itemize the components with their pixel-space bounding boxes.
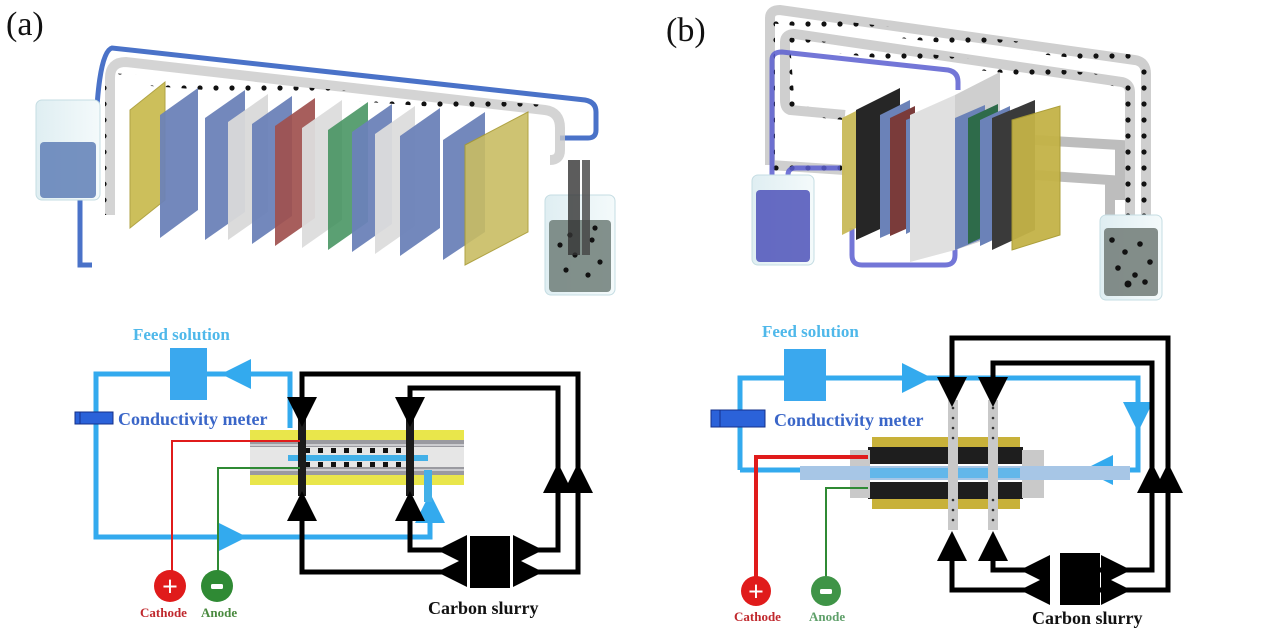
anode-label-b: Anode	[809, 609, 845, 624]
carbon-slurry-label-b: Carbon slurry	[1032, 608, 1143, 628]
cathode-symbol-b: +	[748, 577, 764, 608]
anode-wire-a	[217, 467, 300, 580]
conductivity-meter-label-a: Conductivity meter	[118, 409, 267, 429]
cathode-label-a: Cathode	[140, 605, 187, 620]
slurry-line-a-bottom	[299, 490, 581, 575]
cell-stack-b	[800, 400, 1130, 530]
slurry-tube	[105, 56, 565, 215]
plate-stack-a	[129, 80, 529, 266]
carbon-slurry-tank-a	[470, 536, 510, 588]
feed-solution-label-b: Feed solution	[762, 322, 859, 341]
cathode-wire-a	[171, 440, 300, 580]
carbon-slurry-label-a: Carbon slurry	[428, 598, 539, 618]
panel-a-schematic: Feed solution Conductivity meter	[74, 325, 593, 620]
slurry-line-b-outer-top	[949, 335, 1171, 470]
slurry-line-b-bottom	[949, 490, 1171, 593]
anode-label-a: Anode	[201, 605, 237, 620]
anode-wire-b	[825, 487, 868, 580]
panel-a-3d-render	[35, 45, 616, 296]
conductivity-meter-a	[74, 411, 114, 425]
feed-solution-tank-b	[784, 349, 826, 401]
anode-symbol-b	[820, 589, 832, 594]
carbon-slurry-tank-b	[1060, 553, 1100, 605]
feed-tube-b	[769, 49, 961, 250]
cathode-wire-b	[754, 455, 868, 580]
feed-solution-label-a: Feed solution	[133, 325, 230, 344]
panel-a-label: (a)	[6, 6, 44, 43]
panel-b-label: (b)	[666, 12, 706, 49]
anode-symbol-a	[211, 584, 223, 589]
feed-line-a	[93, 371, 433, 540]
plate-stack-b	[842, 72, 1061, 262]
feed-solution-tank-a	[170, 348, 207, 400]
panel-b-3d-render	[751, 4, 1163, 301]
panel-b-schematic: Feed solution Conductivity meter	[710, 322, 1183, 628]
cathode-terminal-b	[741, 576, 771, 606]
slurry-line-b-inner-top	[990, 360, 1155, 470]
cathode-symbol-a: +	[162, 572, 178, 603]
slurry-line-a-outer-top	[299, 371, 581, 472]
cathode-terminal-a	[154, 570, 186, 602]
conductivity-meter-label-b: Conductivity meter	[774, 410, 923, 430]
cathode-label-b: Cathode	[734, 609, 781, 624]
conductivity-meter-b	[710, 409, 766, 428]
cell-stack-a	[250, 418, 464, 502]
